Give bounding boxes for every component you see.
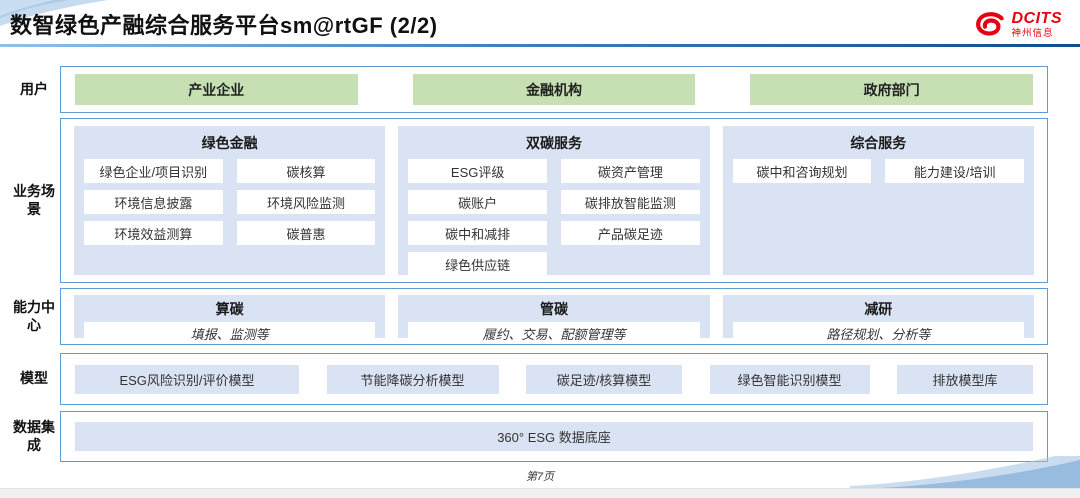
scenario-item: 碳排放智能监测	[560, 190, 700, 214]
data-foundation-item: 360° ESG 数据底座	[75, 422, 1033, 451]
panel-comprehensive: 综合服务 碳中和咨询规划 能力建设/培训	[722, 126, 1034, 275]
capabilities-row-label: 能力中心	[13, 299, 55, 333]
scenario-item: 环境信息披露	[84, 190, 223, 214]
scenario-item: 碳普惠	[236, 221, 376, 245]
users-row-label: 用户	[20, 80, 48, 97]
user-box-government: 政府部门	[750, 74, 1033, 105]
scenario-item: 绿色企业/项目识别	[84, 159, 223, 183]
scenarios-container: 绿色金融 绿色企业/项目识别 碳核算 环境信息披露 环境风险监测 环境效益测算 …	[60, 118, 1048, 283]
user-box-finance: 金融机构	[412, 74, 696, 105]
scenarios-row-label: 业务场景	[13, 183, 55, 217]
scenario-item: 碳中和咨询规划	[732, 159, 872, 183]
logo-company-text: 神州信息	[1011, 28, 1054, 40]
capability-desc: 填报、监测等	[84, 322, 376, 344]
scenario-item: 能力建设/培训	[885, 159, 1024, 183]
logo-brand-text: DCITS	[1011, 10, 1062, 28]
scenario-item: 碳核算	[236, 159, 376, 183]
scenarios-row: 业务场景 绿色金融 绿色企业/项目识别 碳核算 环境信息披露 环境风险监测 环境…	[8, 118, 1072, 283]
data-row-label: 数据集成	[13, 419, 55, 453]
capability-manage-carbon: 管碳 履约、交易、配额管理等	[398, 295, 710, 344]
models-row: 模型 ESG风险识别/评价模型 节能降碳分析模型 碳足迹/核算模型 绿色智能识别…	[8, 353, 1072, 405]
user-box-industry: 产业企业	[75, 74, 358, 105]
data-row: 数据集成 360° ESG 数据底座	[8, 411, 1072, 462]
panel-title: 绿色金融	[201, 135, 258, 151]
model-item: ESG风险识别/评价模型	[75, 364, 299, 394]
models-row-label: 模型	[20, 370, 48, 387]
capabilities-container: 算碳 填报、监测等 管碳 履约、交易、配额管理等 减研 路径规划、分析等	[60, 288, 1048, 345]
users-container: 产业企业 金融机构 政府部门	[60, 66, 1048, 113]
scenario-item: 环境效益测算	[84, 221, 223, 245]
panel-title: 综合服务	[850, 135, 907, 151]
model-item: 节能降碳分析模型	[326, 364, 499, 394]
models-container: ESG风险识别/评价模型 节能降碳分析模型 碳足迹/核算模型 绿色智能识别模型 …	[60, 353, 1048, 405]
model-item: 碳足迹/核算模型	[526, 364, 682, 394]
capability-calc-carbon: 算碳 填报、监测等	[74, 295, 386, 344]
model-item: 绿色智能识别模型	[709, 364, 870, 394]
dcits-swirl-icon	[975, 12, 1004, 36]
users-row: 用户 产业企业 金融机构 政府部门	[8, 66, 1072, 113]
data-container: 360° ESG 数据底座	[60, 411, 1048, 462]
scenario-item: 环境风险监测	[236, 190, 376, 214]
scenario-item: 碳资产管理	[560, 159, 700, 183]
page-title: 数智绿色产融综合服务平台sm@rtGF (2/2)	[10, 13, 438, 38]
capability-desc: 路径规划、分析等	[732, 322, 1024, 344]
capability-desc: 履约、交易、配额管理等	[408, 322, 700, 344]
scenario-item: ESG评级	[408, 159, 547, 183]
page-number: 第7页	[525, 471, 555, 483]
panel-title: 双碳服务	[525, 135, 582, 151]
capabilities-row: 能力中心 算碳 填报、监测等 管碳 履约、交易、配额管理等 减研 路径规划、分析…	[8, 288, 1072, 345]
scenario-item: 碳中和减排	[408, 221, 547, 245]
company-logo: DCITS 神州信息	[973, 10, 1063, 40]
panel-dual-carbon: 双碳服务 ESG评级 碳资产管理 碳账户 碳排放智能监测 碳中和减排 产品碳足迹…	[398, 126, 710, 276]
scenario-item: 碳账户	[408, 190, 547, 214]
model-item: 排放模型库	[897, 364, 1033, 394]
panel-green-finance: 绿色金融 绿色企业/项目识别 碳核算 环境信息披露 环境风险监测 环境效益测算 …	[74, 126, 386, 275]
capability-title: 减研	[864, 301, 893, 317]
scenario-item: 产品碳足迹	[560, 221, 700, 245]
bottom-strip	[0, 488, 1080, 498]
capability-title: 算碳	[215, 301, 244, 317]
scenario-item: 绿色供应链	[408, 252, 547, 276]
capability-title: 管碳	[539, 301, 568, 317]
title-divider	[0, 44, 1080, 47]
capability-reduce-research: 减研 路径规划、分析等	[722, 295, 1034, 344]
